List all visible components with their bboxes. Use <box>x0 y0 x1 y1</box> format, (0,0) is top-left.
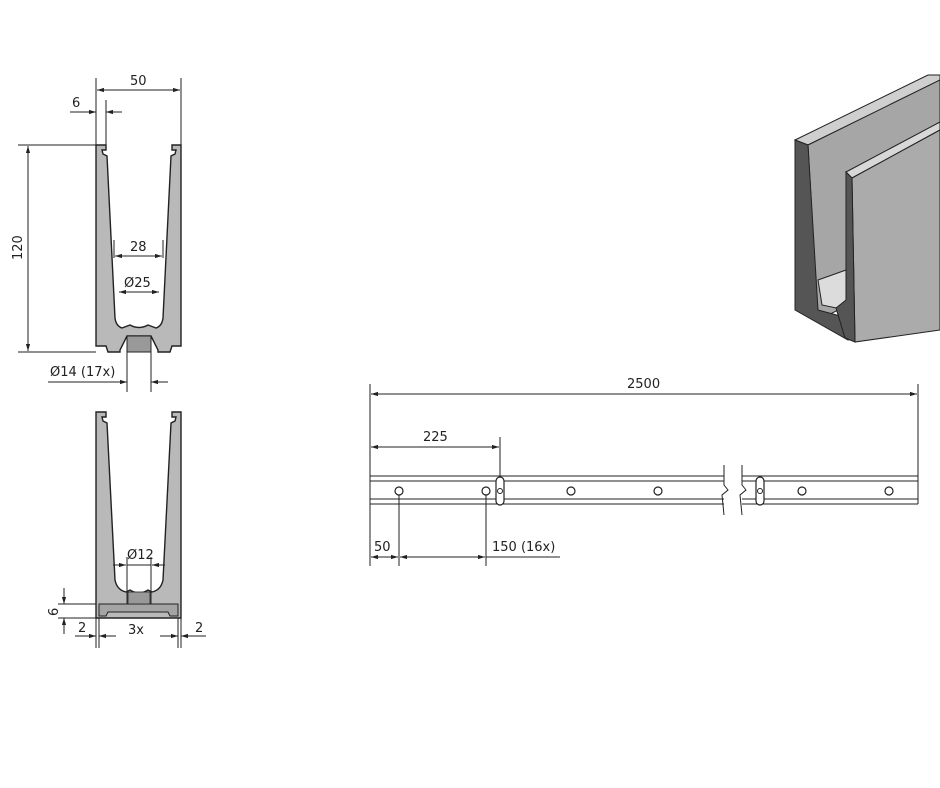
edge-left-dimension: 2 <box>78 621 86 636</box>
tube-diameter-dimension: Ø25 <box>124 276 151 291</box>
elevation-view: 2500 225 50 150 (16x) <box>369 377 919 566</box>
holes <box>394 486 894 496</box>
first-slot-dimension: 225 <box>423 430 448 445</box>
count-dimension: 3x <box>128 623 144 638</box>
bolt-hole-dimension: Ø12 <box>127 548 154 563</box>
base-thickness-dimension: 6 <box>47 608 62 616</box>
height-dimension: 120 <box>11 235 26 260</box>
inner-width-dimension: 28 <box>130 240 147 255</box>
profile-section-top: 50 6 120 28 Ø25 Ø14 (17x) <box>11 74 182 392</box>
profile-section-bottom: Ø12 6 2 3x 2 <box>47 411 206 648</box>
isometric-view <box>793 74 940 343</box>
wall-dimension: 6 <box>72 96 80 111</box>
length-dimension: 2500 <box>627 377 660 392</box>
edge-right-dimension: 2 <box>195 621 203 636</box>
slot <box>755 476 765 506</box>
width-dimension: 50 <box>130 74 147 89</box>
first-hole-dimension: 50 <box>374 540 391 555</box>
hole-dimension: Ø14 (17x) <box>50 365 115 380</box>
pitch-dimension: 150 (16x) <box>492 540 555 555</box>
